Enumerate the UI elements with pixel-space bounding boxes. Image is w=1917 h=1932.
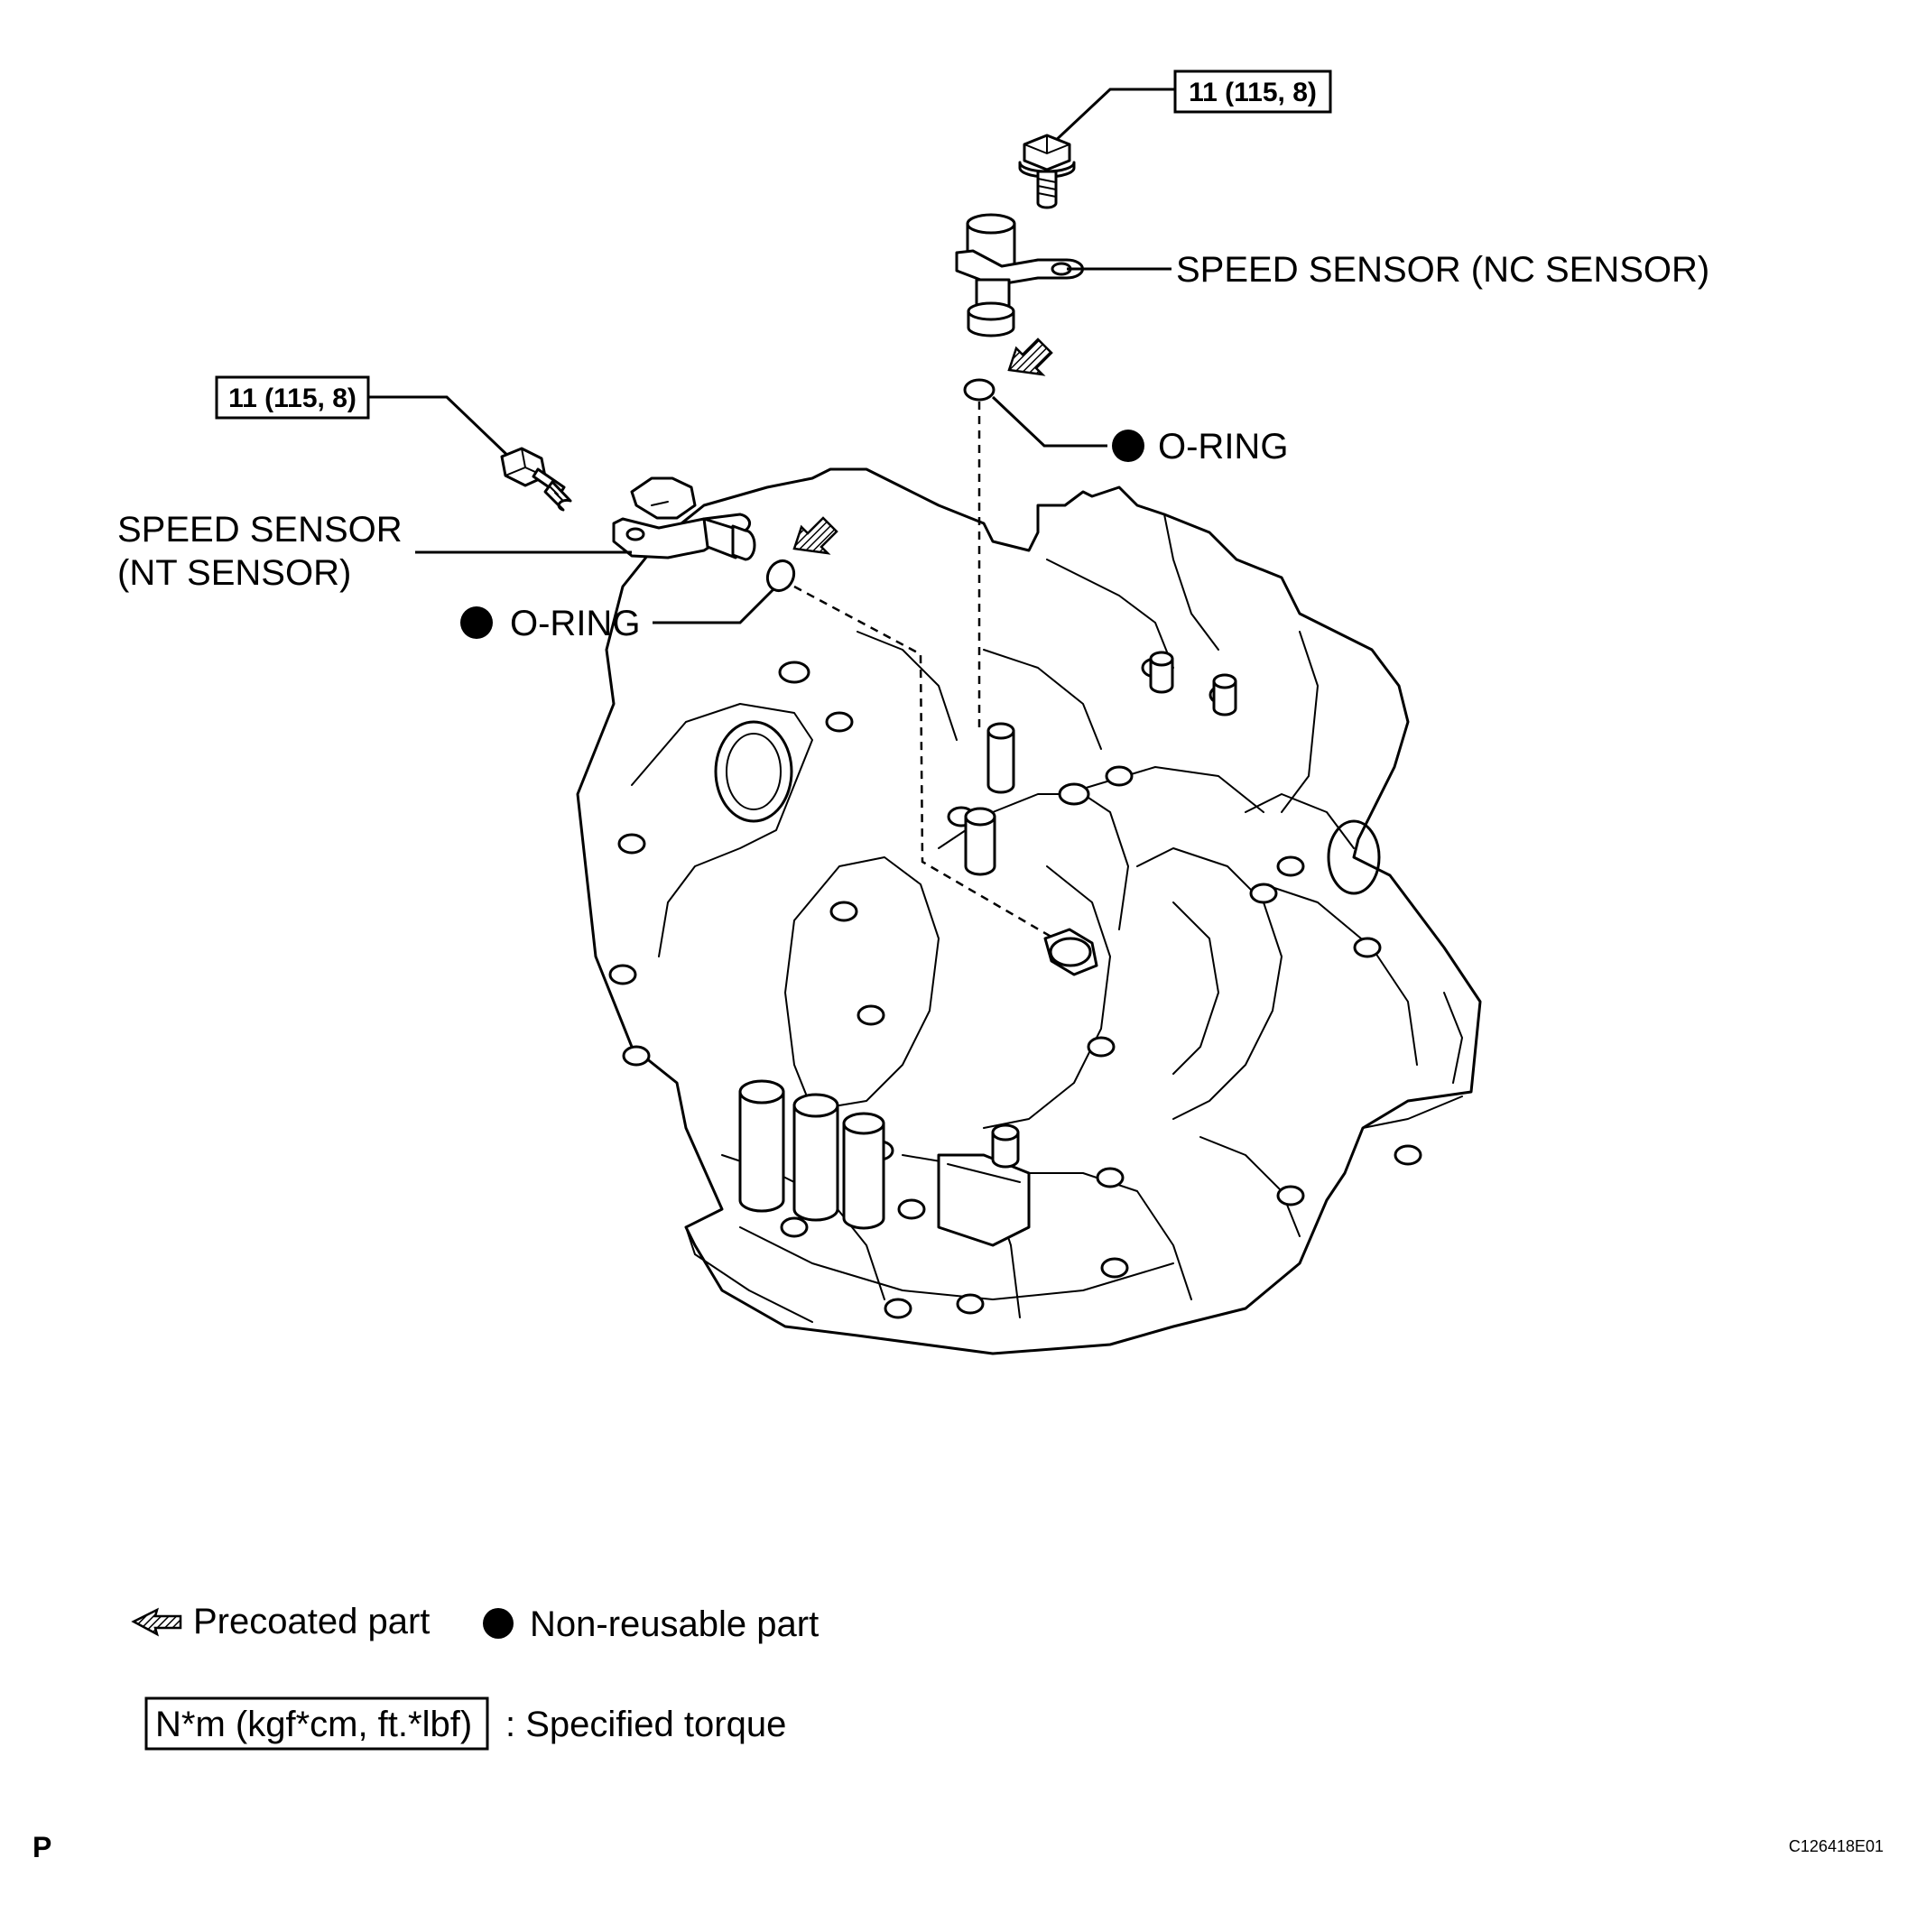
torque-legend-units: N*m (kgf*cm, ft.*lbf) xyxy=(155,1705,472,1744)
nt-torque-value: 11 (115, 8) xyxy=(228,384,357,413)
nc-o-ring-part xyxy=(963,378,996,402)
transaxle-assembly-drawing xyxy=(576,467,1482,1355)
nc-torque-value: 11 (115, 8) xyxy=(1189,78,1317,107)
nc-precoat-arrow-icon xyxy=(1007,337,1053,376)
nc-torque-box xyxy=(1173,69,1332,114)
non-reusable-legend-icon xyxy=(483,1608,514,1639)
nt-o-ring-part xyxy=(765,559,796,593)
nc-speed-sensor-group: 11 (115, 8) SPEED SENSOR (NC SENSOR) O xyxy=(955,69,1709,733)
nt-o-ring-non-reusable-icon xyxy=(460,606,493,639)
nc-sensor-label: SPEED SENSOR (NC SENSOR) xyxy=(1176,250,1709,290)
nc-o-ring-label: O-RING xyxy=(1158,427,1288,467)
nt-o-ring-label: O-RING xyxy=(510,604,640,643)
torque-legend-box xyxy=(144,1696,489,1751)
figure-code: C126418E01 xyxy=(1789,1837,1884,1855)
nt-sensor-label-line1: SPEED SENSOR xyxy=(117,510,403,550)
nc-sensor-bolt xyxy=(1018,134,1076,209)
nt-sensor-bolt xyxy=(500,447,572,512)
nt-torque-box xyxy=(215,375,370,420)
nt-sensor-label-line2: (NT SENSOR) xyxy=(117,553,351,593)
nt-speed-sensor-part xyxy=(612,476,756,561)
nt-precoat-arrow-icon xyxy=(792,516,838,555)
nc-o-ring-non-reusable-icon xyxy=(1112,430,1144,462)
nt-speed-sensor-group: 11 (115, 8) SPEED SENSOR (NT SENSOR) O-R… xyxy=(117,375,1055,940)
non-reusable-legend-text: Non-reusable part xyxy=(530,1604,819,1644)
torque-legend-desc: : Specified torque xyxy=(505,1705,786,1744)
section-letter: P xyxy=(32,1831,51,1863)
nc-speed-sensor-part xyxy=(955,213,1084,337)
precoated-legend-text: Precoated part xyxy=(193,1602,430,1641)
precoated-legend-arrow-icon xyxy=(131,1607,182,1637)
legend: Precoated part Non-reusable part N*m (kg… xyxy=(131,1602,819,1751)
